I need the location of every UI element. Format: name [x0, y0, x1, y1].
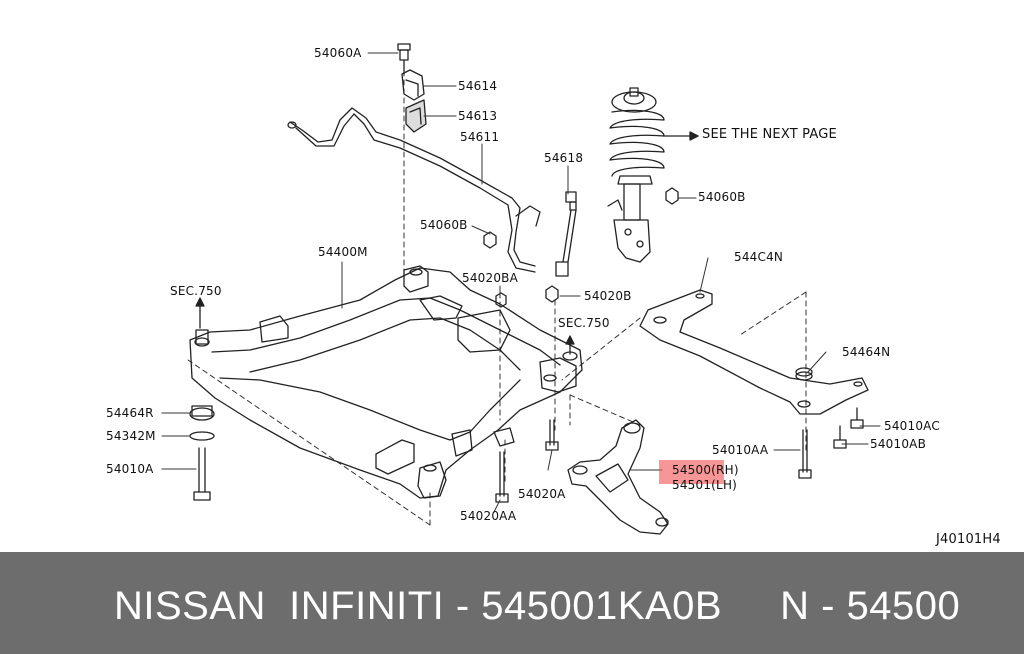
label-54464N: 54464N: [842, 345, 891, 359]
label-54613: 54613: [458, 109, 498, 123]
label-54020B: 54020B: [584, 289, 632, 303]
dashed-leaders: [187, 61, 807, 526]
label-54500: 54500(RH): [672, 463, 739, 477]
label-54010AC: 54010AC: [884, 419, 940, 433]
stabilizer-clamp: [397, 43, 427, 133]
label-54501: 54501(LH): [672, 478, 738, 492]
label-54342M: 54342M: [106, 429, 156, 443]
stabilizer-bar: [287, 107, 541, 273]
right-bolts: [798, 407, 864, 479]
label-54614: 54614: [458, 79, 498, 93]
diagram-code: J40101H4: [936, 532, 1001, 547]
label-54060A: 54060A: [314, 46, 362, 60]
label-54464R: 54464R: [106, 406, 154, 420]
label-54400M: 54400M: [318, 245, 368, 259]
label-54611: 54611: [460, 130, 500, 144]
mid-bolts: [495, 335, 575, 503]
cross-member: [639, 289, 869, 415]
highlight-marker: [659, 460, 724, 484]
see-next-page-note: SEE THE NEXT PAGE: [702, 127, 837, 142]
subframe: [189, 265, 583, 499]
lower-control-arm: [567, 419, 669, 535]
label-sec750-left: SEC.750: [170, 284, 222, 298]
diagram-drawing: [161, 43, 881, 535]
label-54010AA: 54010AA: [712, 443, 769, 457]
label-544C4N: 544C4N: [734, 250, 784, 264]
label-54020BA: 54020BA: [462, 271, 519, 285]
label-54020A: 54020A: [518, 487, 566, 501]
label-54020AA: 54020AA: [460, 509, 517, 523]
label-leaders: [161, 52, 881, 513]
part-number-caption: NISSAN INFINITI - 545001KA0B N - 54500: [114, 584, 961, 628]
label-54618: 54618: [544, 151, 584, 165]
label-54060B-right: 54060B: [698, 190, 746, 204]
label-54010A: 54010A: [106, 462, 154, 476]
nuts: [483, 187, 679, 308]
left-mount-stack: [189, 297, 215, 501]
stabilizer-link: [555, 191, 577, 277]
label-54060B-left: 54060B: [420, 218, 468, 232]
strut-assembly: [607, 87, 699, 263]
parts-diagram: 54060A 54614 54613 54611 54618 SEE THE N…: [106, 43, 1001, 547]
label-54010AB: 54010AB: [870, 437, 927, 451]
label-sec750-mid: SEC.750: [558, 316, 610, 330]
footer-bar: [0, 552, 1024, 654]
